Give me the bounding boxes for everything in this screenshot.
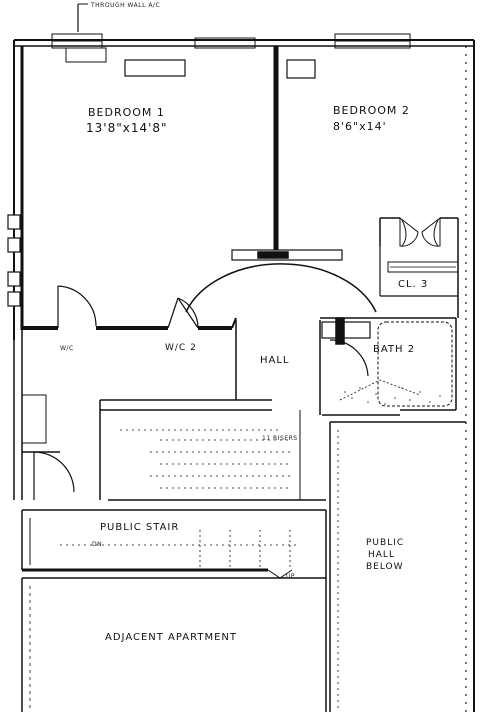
- bath2-stipple: [344, 387, 441, 405]
- closet3: [379, 216, 459, 297]
- public-stair-label: PUBLIC STAIR: [100, 522, 179, 533]
- adjacent-apartment-walls: [21, 578, 31, 712]
- bedroom2-label: BEDROOM 2: [333, 104, 410, 117]
- wc-door: [57, 285, 97, 328]
- public-hall-line1: PUBLIC: [366, 538, 404, 548]
- risers-label: 11 RISERS: [262, 435, 298, 442]
- bath2-label: BATH 2: [373, 344, 415, 355]
- ac-annotation: THROUGH WALL A/C: [77, 2, 160, 32]
- dn-label: DN: [92, 541, 102, 548]
- wc2-label: W/C 2: [165, 343, 197, 353]
- bedroom1-walls: [20, 46, 279, 330]
- left-corridor: [13, 340, 75, 500]
- hall-arch: [185, 249, 377, 313]
- stair-upper: [108, 410, 326, 501]
- adjacent-apartment-label: ADJACENT APARTMENT: [105, 632, 237, 643]
- bath2: [320, 317, 457, 416]
- bedroom2-dims: 8'6"x14': [333, 120, 387, 133]
- wc-label: W/C: [60, 345, 74, 352]
- public-hall-below: [329, 421, 466, 712]
- hall-label: HALL: [260, 355, 290, 366]
- bedroom1-label: BEDROOM 1: [88, 106, 165, 119]
- closet3-label: CL. 3: [398, 279, 428, 290]
- bedroom2-walls: [379, 217, 459, 318]
- hall-walls: [99, 320, 321, 500]
- ac-annotation-text: THROUGH WALL A/C: [90, 2, 160, 9]
- public-hall-line2: HALL: [368, 550, 395, 560]
- public-hall-line3: BELOW: [366, 562, 404, 572]
- public-stair: [21, 509, 327, 712]
- left-wall-details: [7, 214, 21, 307]
- room-labels: BEDROOM 1 13'8"x14'8" BEDROOM 2 8'6"x14'…: [60, 104, 428, 643]
- up-label: UP: [286, 573, 295, 580]
- windows: [51, 33, 411, 79]
- wc2-door: [167, 297, 199, 329]
- exterior-walls: [13, 39, 475, 712]
- bedroom1-dims: 13'8"x14'8": [86, 121, 168, 135]
